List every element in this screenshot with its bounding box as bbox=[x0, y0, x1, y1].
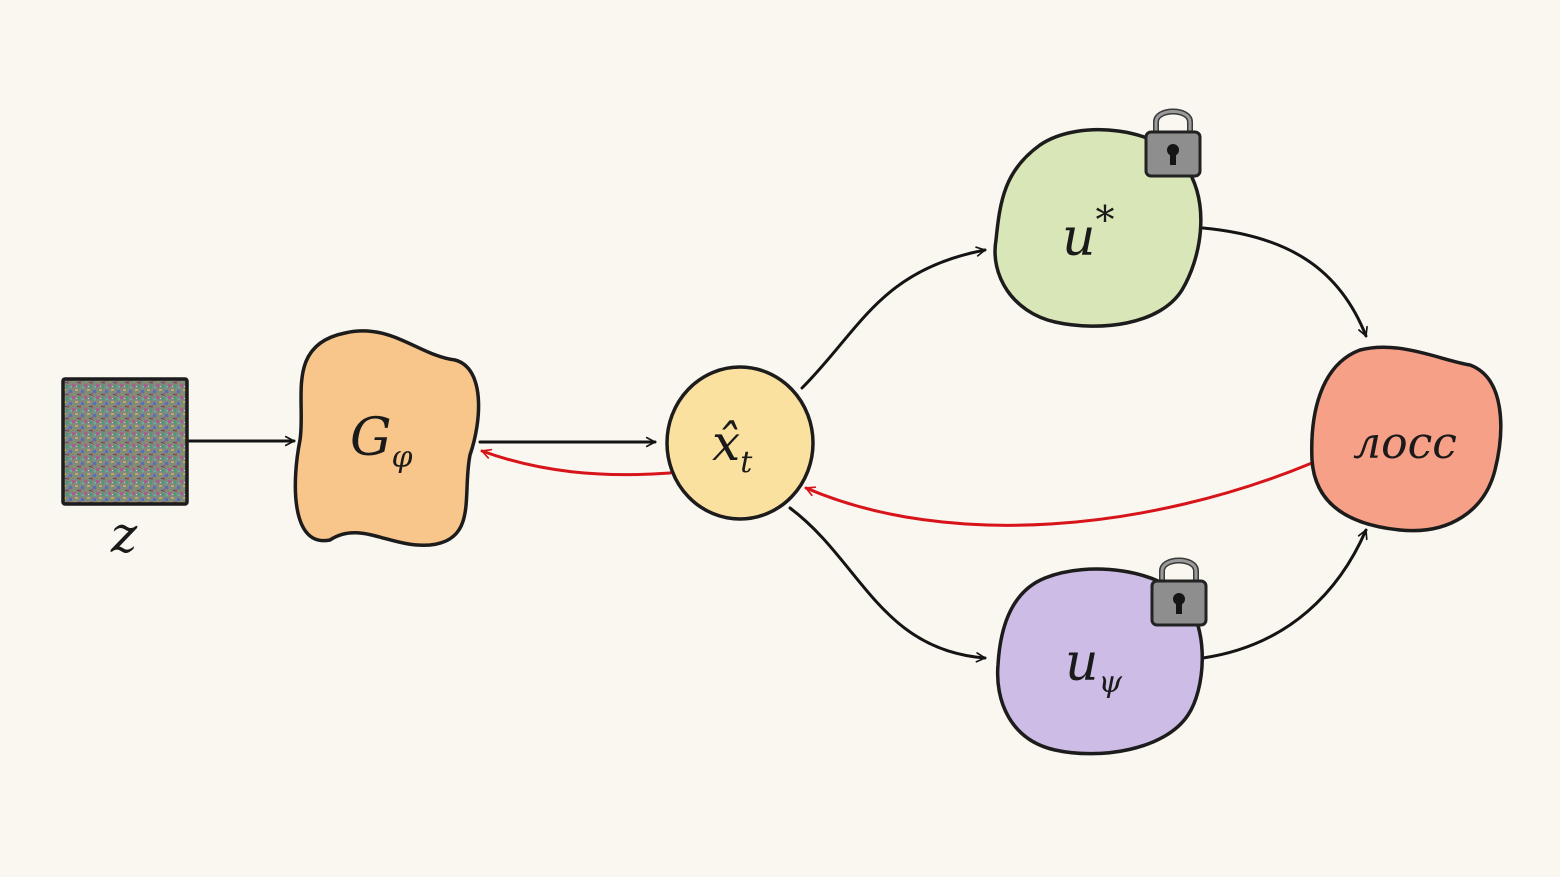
generator-main: G bbox=[350, 408, 392, 468]
edge-loss-to-sample-gradient bbox=[804, 461, 1314, 527]
edge-sample-to-teacher bbox=[800, 246, 987, 390]
student-subscript: ψ bbox=[1099, 665, 1123, 700]
generator-label: Gφ bbox=[350, 408, 413, 475]
student-main: u bbox=[1065, 633, 1099, 693]
teacher-main: u bbox=[1062, 208, 1096, 268]
edge-student-to-loss bbox=[1201, 528, 1368, 660]
noise-square bbox=[61, 377, 189, 506]
loss-node bbox=[1310, 345, 1503, 533]
z-label: z bbox=[110, 506, 138, 564]
sample-node bbox=[665, 365, 815, 521]
teacher-superscript: * bbox=[1096, 198, 1115, 242]
edge-sample-to-student bbox=[788, 506, 987, 663]
sample-label: x̂t bbox=[712, 414, 753, 480]
lock-icon bbox=[1144, 108, 1202, 178]
sample-subscript: t bbox=[740, 445, 753, 480]
teacher-label: u* bbox=[1062, 198, 1115, 268]
generator-node bbox=[293, 329, 481, 547]
student-label: uψ bbox=[1065, 633, 1123, 700]
generator-subscript: φ bbox=[392, 440, 413, 475]
sample-main: x̂ bbox=[712, 414, 740, 472]
edge-sample-to-generator-gradient bbox=[480, 448, 672, 477]
lock-icon bbox=[1150, 557, 1208, 627]
loss-label: лосс bbox=[1353, 418, 1457, 469]
edge-teacher-to-loss bbox=[1201, 226, 1368, 338]
